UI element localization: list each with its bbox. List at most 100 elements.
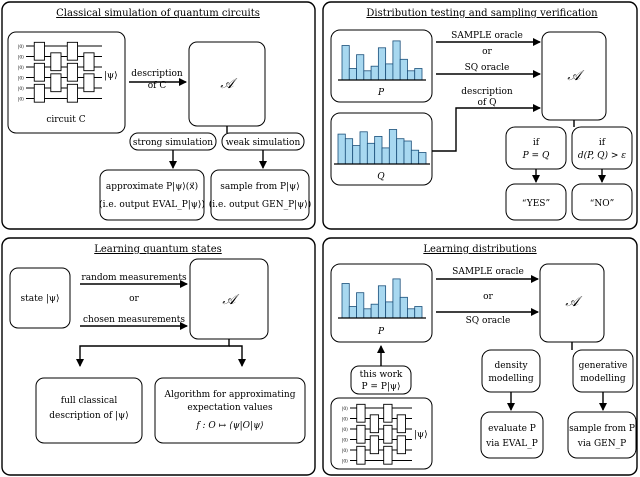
histogram-bar <box>366 142 376 165</box>
state-label: state |ψ⟩ <box>20 294 59 304</box>
histogram-bar <box>359 131 368 165</box>
histogram-bar <box>407 308 416 319</box>
if-distance-box <box>571 126 633 170</box>
histogram-bar <box>356 54 365 81</box>
histogram-bar <box>385 63 394 81</box>
two-qubit-gate <box>83 52 95 72</box>
histogram-bar <box>341 45 350 81</box>
histogram-bar <box>414 306 423 319</box>
circuit-box-2 <box>330 397 433 470</box>
histogram-bar <box>363 70 372 81</box>
panel-title-classical: Classical simulation of quantum circuits <box>56 8 260 19</box>
ket-zero-label: |0⟩ <box>18 44 24 50</box>
ket-zero-label: |0⟩ <box>342 417 348 423</box>
circuit-label: circuit C <box>46 115 85 125</box>
ket-zero-label: |0⟩ <box>342 459 348 465</box>
expectation-line3: f : O ↦ ⟨ψ|O|ψ⟩ <box>195 421 263 431</box>
density-line2: modelling <box>488 374 533 384</box>
histogram-bar <box>370 303 379 319</box>
sample-line2: (i.e. output GEN_P|ψ⟩) <box>209 199 311 210</box>
sample-oracle-label: SAMPLE oracle <box>451 31 523 41</box>
distribution-p2-label: P <box>377 327 385 337</box>
histogram-bar <box>385 301 394 319</box>
approximate-line1: approximate P|ψ⟩(x⃗) <box>106 181 198 192</box>
histogram-bar <box>352 145 361 165</box>
histogram-bar <box>370 65 379 81</box>
two-qubit-gate <box>83 73 95 93</box>
sample-from-p-box <box>567 411 637 459</box>
algorithm-symbol-dist: 𝒜 <box>565 294 582 310</box>
density-line1: density <box>494 361 528 371</box>
quantum-circuit-diagram: |0⟩|0⟩|0⟩|0⟩|0⟩|0⟩ <box>18 41 102 103</box>
histogram-p <box>338 40 426 81</box>
ket-zero-label: |0⟩ <box>18 65 24 71</box>
histogram-bar <box>344 138 354 165</box>
two-qubit-gate <box>356 424 366 444</box>
histogram-bar <box>377 47 387 81</box>
generative-modelling-box <box>572 349 634 393</box>
if-distance-line2: d(P, Q) > ε <box>578 150 626 161</box>
panel-title-learning-distributions: Learning distributions <box>423 244 536 255</box>
sq-oracle-label: SQ oracle <box>465 63 510 73</box>
full-description-line1: full classical <box>61 396 118 406</box>
two-qubit-gate <box>383 403 393 423</box>
histogram-bar <box>399 58 408 81</box>
weak-simulation-label: weak simulation <box>226 138 301 148</box>
description-q-line2: of Q <box>478 98 497 108</box>
approximate-box <box>99 169 205 221</box>
histogram-bar <box>407 70 416 81</box>
ket-zero-label: |0⟩ <box>18 86 24 92</box>
histogram-bar <box>414 68 423 81</box>
algorithm-symbol-testing: 𝒜 <box>567 68 584 84</box>
evaluate-line2: via EVAL_P <box>485 439 538 449</box>
ket-zero-label: |0⟩ <box>342 406 348 412</box>
sample-from-p-line2: via GEN_P <box>577 439 626 449</box>
histogram-bar <box>348 68 357 81</box>
description-label-line2: of C <box>148 81 167 91</box>
ket-zero-label: |0⟩ <box>342 438 348 444</box>
yes-box <box>505 183 567 221</box>
state-box <box>9 267 71 329</box>
histogram-bar <box>356 292 365 319</box>
two-qubit-gate <box>33 41 45 61</box>
description-q-arrow <box>432 104 541 152</box>
expectation-line2: expectation values <box>187 403 273 413</box>
ket-zero-label: |0⟩ <box>342 427 348 433</box>
if-equal-line2: P = Q <box>522 151 550 161</box>
evaluate-line1: evaluate P <box>488 424 536 434</box>
random-measurements-label: random measurements <box>81 273 187 283</box>
histogram-bar <box>396 138 405 165</box>
histogram-bar <box>399 296 408 319</box>
evaluate-box <box>480 411 544 459</box>
ket-zero-label: |0⟩ <box>18 55 24 61</box>
description-q-line1: description <box>461 87 513 97</box>
quantum-circuit-diagram-2: |0⟩ |0⟩ |0⟩ |0⟩ |0⟩ |0⟩ <box>342 403 412 465</box>
histogram-bar <box>392 278 401 319</box>
ket-zero-label: |0⟩ <box>342 448 348 454</box>
no-label: “NO” <box>590 198 614 209</box>
yes-label: “YES” <box>522 198 550 209</box>
histogram-bar <box>348 306 357 319</box>
histogram-q <box>334 129 430 165</box>
full-description-line2: description of |ψ⟩ <box>49 411 128 421</box>
ket-zero-label: |0⟩ <box>18 97 24 103</box>
full-description-box <box>35 377 143 444</box>
generative-line1: generative <box>579 361 628 371</box>
approximate-line2: (i.e. output EVAL_P|ψ⟩) <box>99 199 205 210</box>
circuit-output-state: |ψ⟩ <box>104 71 118 81</box>
sample-oracle-label-2: SAMPLE oracle <box>452 267 524 277</box>
if-equal-line1: if <box>533 138 540 148</box>
sq-oracle-label-2: SQ oracle <box>466 316 511 326</box>
sample-from-p-line1: sample from P <box>569 424 635 434</box>
histogram-bar <box>392 40 401 81</box>
description-label-line1: description <box>131 69 183 79</box>
histogram-bar <box>418 152 427 165</box>
two-qubit-gate <box>50 73 62 93</box>
histogram-bar <box>388 129 398 165</box>
two-qubit-gate <box>66 41 78 61</box>
circuit2-output-state: |ψ⟩ <box>414 430 428 440</box>
if-distance-line1: if <box>599 138 606 148</box>
panel-title-learning-states: Learning quantum states <box>94 244 222 255</box>
chosen-measurements-label: chosen measurements <box>83 315 185 325</box>
